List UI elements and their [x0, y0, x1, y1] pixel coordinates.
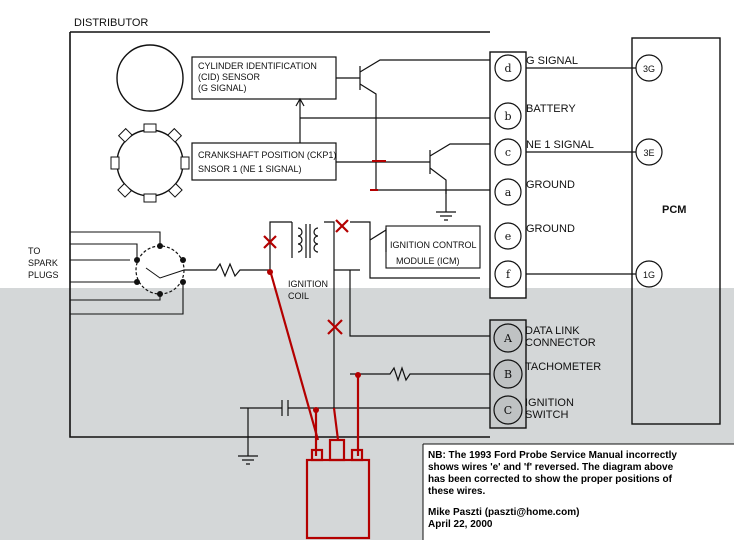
ckp-transistor	[299, 112, 490, 221]
cid-transistor	[295, 59, 490, 190]
spark-label-1: TO	[28, 246, 40, 256]
distributor-title: DISTRIBUTOR	[74, 17, 148, 29]
pin-C-label-2: SWITCH	[525, 409, 568, 421]
pin-A-id: A	[503, 332, 513, 345]
pin-B	[493, 359, 523, 389]
pin-A-label-2: CONNECTOR	[525, 337, 596, 349]
pin-A-label-1: DATA LINK	[525, 325, 580, 337]
red-annotation	[263, 219, 371, 540]
pin-B-id: B	[504, 368, 512, 381]
pin-b	[494, 102, 522, 130]
distributor-outline	[69, 31, 490, 438]
pcm-pin-3G	[635, 54, 663, 82]
pin-e	[494, 222, 522, 250]
pin-b-label: BATTERY	[526, 103, 576, 115]
pcm-pin-3E	[635, 138, 663, 166]
cid-sensor-box	[191, 56, 337, 100]
ckp-sensor-box	[191, 142, 337, 181]
pin-d-id: d	[504, 62, 511, 75]
note-box	[423, 444, 734, 540]
pin-e-id: e	[505, 230, 512, 243]
cid-label-3: (G SIGNAL)	[198, 83, 247, 93]
cid-label-2: (CID) SENSOR	[198, 72, 261, 82]
pin-c-id: c	[505, 146, 511, 159]
pin-C	[493, 395, 523, 425]
spark-plug-wires	[70, 231, 184, 315]
note-line-4: these wires.	[428, 486, 485, 497]
icm-box	[385, 225, 481, 269]
pin-C-label-1: IGNITION	[525, 397, 574, 409]
icm-label-2: MODULE (ICM)	[396, 256, 460, 266]
icm-label-1: IGNITION CONTROL	[390, 240, 477, 250]
ckp-rotor	[110, 123, 190, 203]
pin-B-label-1: TACHOMETER	[525, 361, 601, 373]
red-dot-switch	[313, 407, 319, 413]
pin-d-label: G SIGNAL	[526, 55, 578, 67]
pcm-box	[631, 37, 721, 425]
pin-f-id: f	[506, 268, 511, 281]
pcm-pin-3E-label: 3E	[643, 148, 654, 158]
pin-C-id: C	[504, 404, 512, 417]
spark-label-2: SPARK	[28, 258, 58, 268]
coil-label-2: COIL	[288, 291, 309, 301]
pin-f	[494, 260, 522, 288]
pin-a-label: GROUND	[526, 179, 575, 191]
pcm-pin-1G	[635, 260, 663, 288]
coil-label-1: IGNITION	[288, 279, 328, 289]
note-author: Mike Paszti (paszti@home.com)	[428, 507, 579, 518]
pin-A	[493, 323, 523, 353]
pcm-pin-1G-label: 1G	[643, 270, 655, 280]
pin-a	[494, 178, 522, 206]
cid-rotor	[116, 44, 184, 112]
pin-b-id: b	[504, 110, 511, 123]
pcm-label: PCM	[662, 204, 686, 216]
pin-e-label: GROUND	[526, 223, 575, 235]
pin-d	[494, 54, 522, 82]
connector-upper	[489, 51, 527, 299]
spark-label-3: PLUGS	[28, 270, 59, 280]
pcm-pin-3G-label: 3G	[643, 64, 655, 74]
pin-a-id: a	[505, 186, 512, 199]
note-line-2: shows wires 'e' and 'f' reversed. The di…	[428, 462, 674, 473]
note-line-3: has been corrected to show the proper po…	[428, 474, 673, 485]
note-date: April 22, 2000	[428, 519, 493, 530]
cid-label-1: CYLINDER IDENTIFICATION	[198, 61, 317, 71]
note-line-1: NB: The 1993 Ford Probe Service Manual i…	[428, 450, 677, 461]
lower-wiring	[238, 270, 490, 465]
red-dot-tach	[355, 372, 361, 378]
pcm-pins: 3G 3E 1G	[526, 54, 663, 288]
pin-c-label: NE 1 SIGNAL	[526, 139, 594, 151]
ckp-label-1: CRANKSHAFT POSITION (CKP1)	[198, 150, 336, 160]
red-dot-coil	[267, 269, 273, 275]
pin-c	[494, 138, 522, 166]
ckp-label-2: SNSOR 1 (NE 1 SIGNAL)	[198, 164, 302, 174]
